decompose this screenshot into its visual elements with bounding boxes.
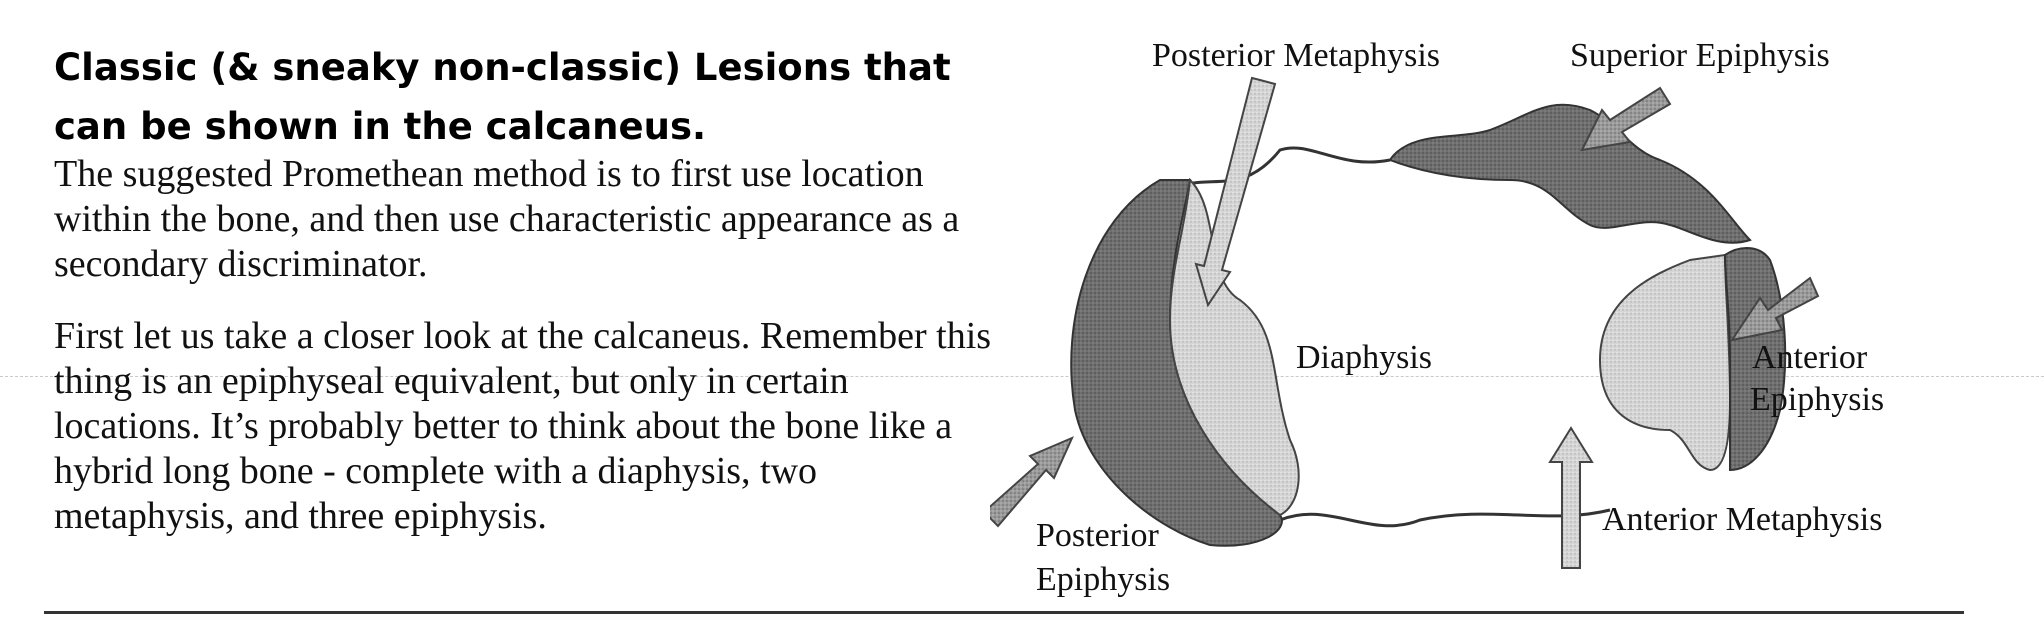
anterior-epiphysis-arrow — [1729, 276, 1820, 342]
calcaneus-diagram: Posterior Metaphysis Superior Epiphysis … — [990, 37, 1884, 598]
posterior-metaphysis-region — [1168, 177, 1300, 517]
posterior-metaphysis-arrow — [1194, 76, 1277, 308]
label-posterior-epiphysis-line1: Posterior — [1036, 517, 1159, 554]
superior-epiphysis-region — [1388, 103, 1752, 244]
label-superior-epiphysis: Superior Epiphysis — [1570, 37, 1830, 74]
anterior-metaphysis-region — [1598, 253, 1732, 472]
calcaneus-paragraph: First let us take a closer look at the c… — [54, 315, 992, 537]
anterior-metaphysis-arrow — [1548, 426, 1594, 569]
intro-paragraph: The suggested Promethean method is to fi… — [54, 153, 960, 285]
anterior-epiphysis-region — [1723, 247, 1787, 472]
superior-epiphysis-arrow — [1580, 86, 1672, 152]
bone-outline — [1174, 146, 1611, 528]
label-diaphysis: Diaphysis — [1296, 339, 1432, 376]
bottom-rule — [44, 611, 1964, 614]
label-anterior-metaphysis: Anterior Metaphysis — [1602, 501, 1882, 538]
label-anterior-epiphysis-line2: Epiphysis — [1750, 381, 1884, 418]
label-posterior-epiphysis-line2: Epiphysis — [1036, 561, 1170, 598]
label-anterior-epiphysis-line1: Anterior — [1752, 339, 1868, 376]
posterior-epiphysis-arrow — [990, 436, 1074, 528]
label-posterior-metaphysis: Posterior Metaphysis — [1152, 37, 1440, 74]
page-title: Classic (& sneaky non-classic) Lesions t… — [54, 46, 951, 148]
dotted-guide-line — [0, 376, 2044, 377]
